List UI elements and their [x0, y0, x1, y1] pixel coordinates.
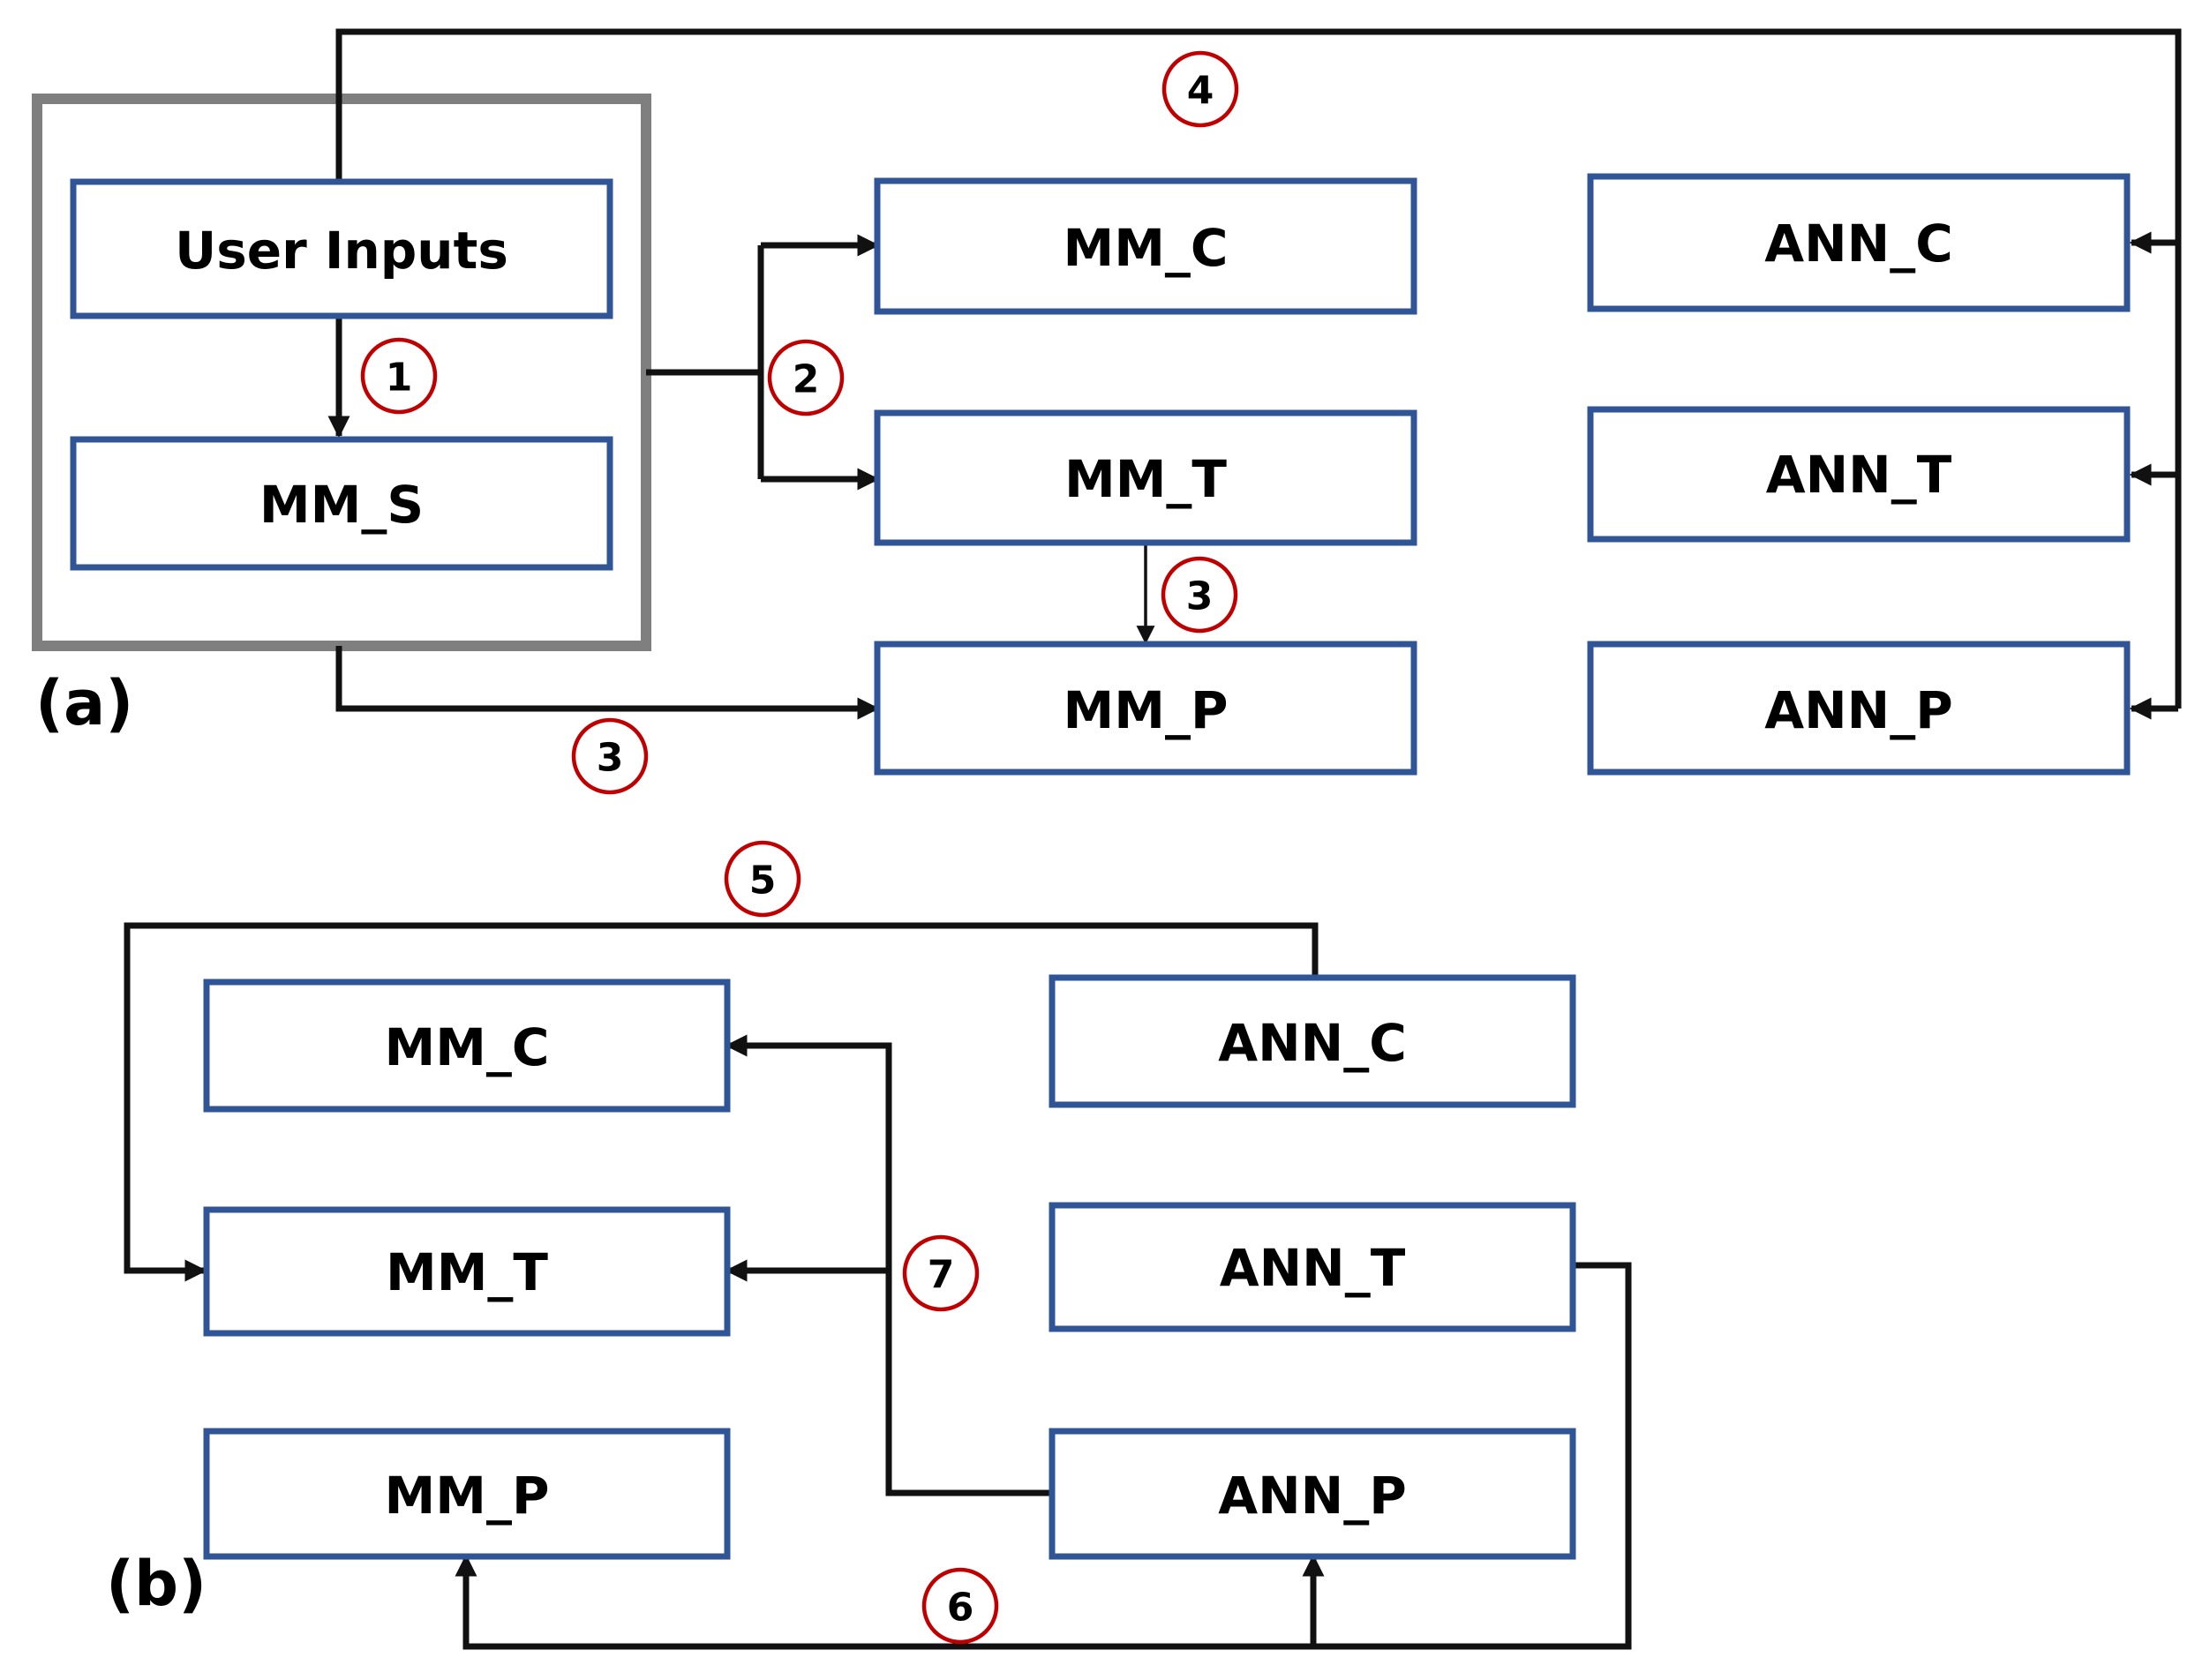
panel-a: User Inputs MM_S MM_C MM_T MM_P ANN_C AN…: [32, 28, 2182, 795]
box-ann-t-b: ANN_T: [1049, 1202, 1576, 1332]
step-number-5: 5: [749, 859, 777, 904]
box-label-ann-p-a: ANN_P: [1764, 680, 1952, 740]
box-mm-t-b: MM_T: [203, 1206, 731, 1337]
step-marker-6: 6: [921, 1567, 999, 1645]
step-marker-3-vertical: 3: [1161, 556, 1238, 634]
box-label-ann-c-a: ANN_C: [1764, 214, 1953, 274]
step-marker-2: 2: [767, 339, 845, 416]
box-label-mm-s: MM_S: [259, 475, 424, 535]
step-marker-3-bottom: 3: [571, 717, 649, 795]
box-label-mm-t-a: MM_T: [1064, 449, 1227, 509]
panel-b: MM_C MM_T MM_P ANN_C ANN_T ANN_P 5: [106, 840, 1632, 1650]
box-mm-c-a: MM_C: [874, 177, 1417, 315]
step-marker-4: 4: [1161, 50, 1239, 128]
step-marker-7: 7: [902, 1234, 980, 1312]
box-mm-t-a: MM_T: [874, 409, 1417, 546]
box-ann-c-a: ANN_C: [1587, 173, 2131, 312]
step-number-3-bottom: 3: [597, 736, 624, 781]
connector-6-to-mm-p: [455, 1262, 1632, 1650]
box-label-ann-t-a: ANN_T: [1766, 445, 1952, 505]
step-number-4: 4: [1187, 69, 1214, 114]
box-label-mm-p-b: MM_P: [385, 1466, 550, 1526]
box-label-ann-t-b: ANN_T: [1220, 1238, 1406, 1298]
step-number-7: 7: [928, 1253, 955, 1298]
step-number-3-vertical: 3: [1186, 574, 1214, 619]
box-ann-t-a: ANN_T: [1587, 406, 2131, 543]
step-marker-1: 1: [360, 337, 438, 415]
box-mm-p-a: MM_P: [874, 641, 1417, 776]
step-number-2: 2: [793, 357, 820, 402]
connector-3-group-to-mm-p: [335, 646, 880, 720]
box-label-mm-c-b: MM_C: [385, 1017, 550, 1077]
box-ann-p-a: ANN_P: [1587, 641, 2131, 776]
step-number-6: 6: [947, 1586, 974, 1631]
step-marker-5: 5: [724, 840, 801, 918]
step-number-1: 1: [386, 356, 413, 401]
box-mm-s: MM_S: [70, 436, 613, 571]
box-label-ann-c-b: ANN_C: [1218, 1013, 1407, 1073]
box-ann-p-b: ANN_P: [1049, 1428, 1576, 1560]
box-mm-p-b: MM_P: [203, 1428, 731, 1560]
connector-4-trunk: [335, 28, 2182, 709]
box-label-mm-p-a: MM_P: [1064, 680, 1229, 740]
panel-a-label: (a): [35, 667, 133, 739]
box-label-mm-c-a: MM_C: [1064, 218, 1229, 278]
box-user-inputs: User Inputs: [70, 178, 613, 319]
box-label-ann-p-b: ANN_P: [1218, 1466, 1406, 1526]
connector-5: [124, 922, 1319, 1282]
box-label-mm-t-b: MM_T: [386, 1242, 548, 1302]
box-mm-c-b: MM_C: [203, 979, 731, 1113]
box-ann-c-b: ANN_C: [1049, 974, 1576, 1108]
box-label-user-inputs: User Inputs: [175, 221, 508, 281]
panel-b-label: (b): [106, 1548, 207, 1620]
